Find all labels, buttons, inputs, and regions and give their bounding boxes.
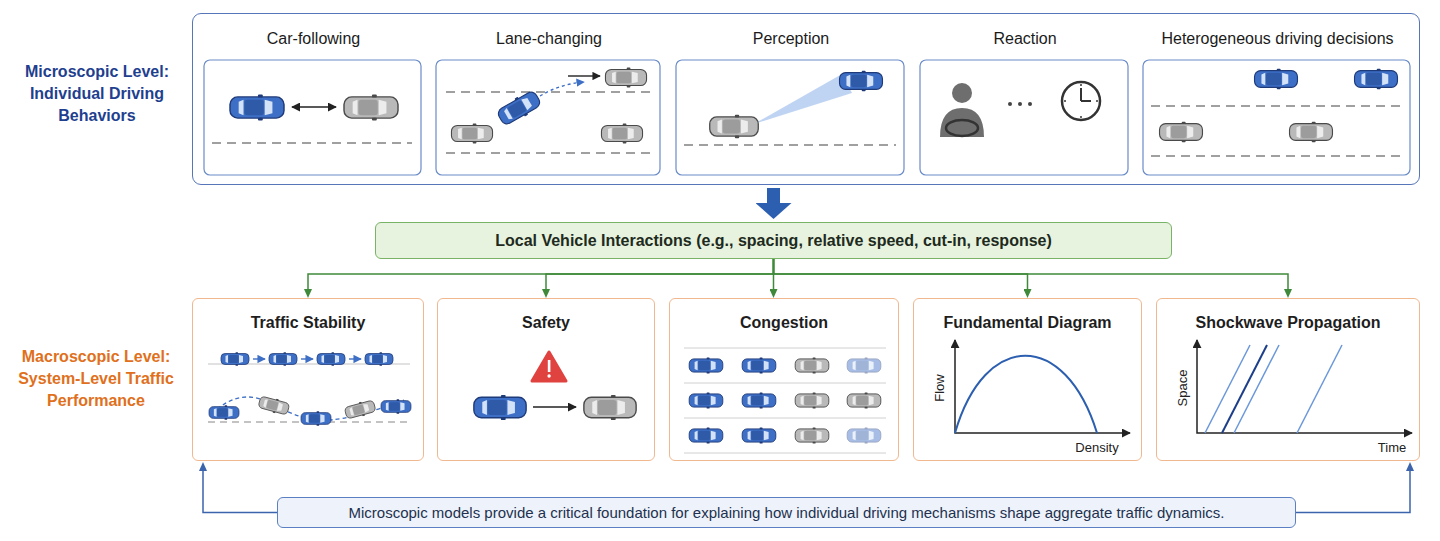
note-text: Microscopic models provide a critical fo… xyxy=(349,504,1225,521)
panel-title: Reaction xyxy=(911,29,1139,49)
performance-box: Congestion xyxy=(669,298,899,461)
interaction-box: Local Vehicle Interactions (e.g., spacin… xyxy=(375,222,1172,259)
performance-box: Fundamental Diagram xyxy=(913,298,1142,461)
panel-title: Car-following xyxy=(195,29,432,49)
behavior-panel: Heterogeneous driving decisions xyxy=(1144,26,1411,176)
panel-title: Lane-changing xyxy=(427,29,671,49)
performance-box: Traffic Stability xyxy=(192,298,424,461)
connector-arrow xyxy=(1296,471,1410,513)
connector-arrow xyxy=(546,259,774,289)
panel-title: Heterogeneous driving decisions xyxy=(1134,29,1421,49)
flow-arrow xyxy=(767,188,780,203)
behavior-panel: Perception xyxy=(677,26,905,176)
box-title: Traffic Stability xyxy=(193,314,423,332)
box-text: Local Vehicle Interactions (e.g., spacin… xyxy=(495,232,1052,250)
axis-label: Density xyxy=(1075,440,1118,455)
performance-box: Shockwave Propagation xyxy=(1156,298,1420,461)
connector-arrow xyxy=(308,259,774,289)
connector-arrow xyxy=(774,259,1289,289)
box-title: Congestion xyxy=(670,314,898,332)
box-title: Shockwave Propagation xyxy=(1157,314,1419,332)
level-heading: Microscopic Level: Individual Driving Be… xyxy=(9,61,185,127)
level-container: Microscopic Level: Individual Driving Be… xyxy=(192,13,1420,185)
performance-box: Safety xyxy=(437,298,655,461)
behavior-panel: Car-following xyxy=(205,26,422,176)
box-title: Fundamental Diagram xyxy=(914,314,1141,332)
axis-label: Space xyxy=(1175,370,1190,407)
level-heading: Macroscopic Level: System-Level Traffic … xyxy=(6,346,186,412)
connector-arrow xyxy=(203,471,277,513)
panel-title: Perception xyxy=(667,29,915,49)
summary-note: Microscopic models provide a critical fo… xyxy=(277,497,1296,528)
axis-label: Time xyxy=(1378,440,1406,455)
box-title: Safety xyxy=(438,314,654,332)
behavior-panel: Lane-changing xyxy=(437,26,661,176)
behavior-panel: Reaction xyxy=(921,26,1129,176)
axis-label: Flow xyxy=(932,374,947,401)
